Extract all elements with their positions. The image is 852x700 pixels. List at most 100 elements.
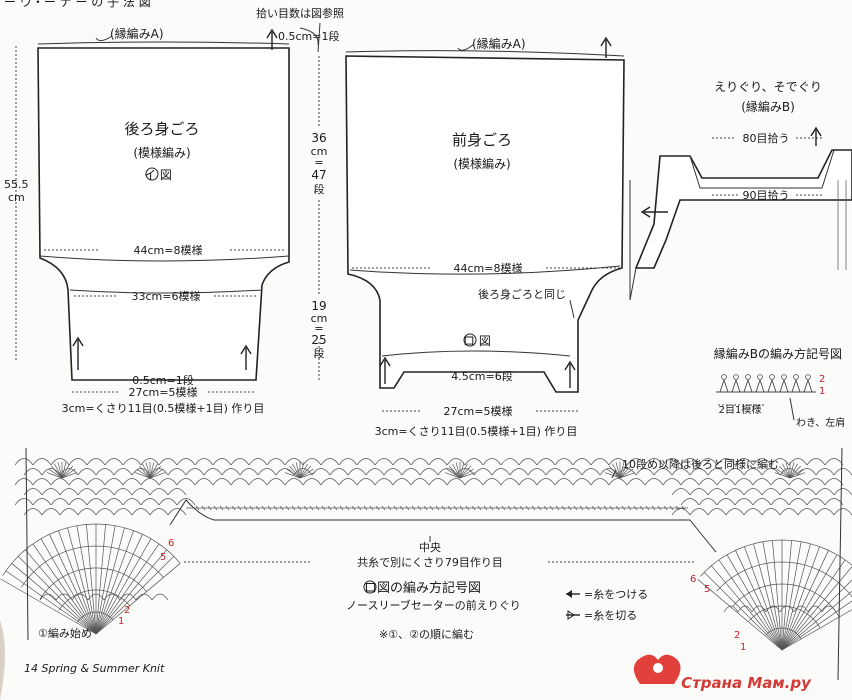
lace-mark-2-right: 2 (734, 630, 740, 641)
lower-height-rows-unit: 段 (314, 346, 325, 360)
lace-fan-spoke (95, 525, 116, 635)
lace-fan-stitch (149, 465, 161, 479)
lace-chain-stitch (603, 505, 608, 511)
lace-arch (167, 508, 187, 516)
lace-fan-stitch (299, 465, 311, 479)
edge-b-stitch (719, 379, 729, 393)
up-arrow-icon (72, 336, 84, 370)
edge-b-stitch (767, 379, 777, 393)
lace-arch (365, 468, 385, 476)
lace-arch (113, 508, 133, 516)
lace-arch (608, 458, 628, 466)
lace-fan-spoke (762, 541, 783, 651)
lace-fan-stitch (619, 462, 625, 479)
lace-fan-spoke (781, 590, 852, 651)
lace-fan-stitch (785, 462, 791, 479)
front-edge-line (345, 50, 625, 57)
lace-fan-stitch (776, 468, 791, 479)
lace-arch (203, 468, 223, 476)
lace-arch (104, 498, 124, 506)
lower-height-value: 19 (311, 299, 326, 313)
lace-fan-ring (21, 545, 164, 588)
lace-fan-stitch (149, 462, 155, 479)
lace-arch (698, 478, 718, 486)
lace-fan-spoke (781, 600, 852, 651)
lace-arch (410, 478, 430, 486)
lace-mark-2-left: 2 (124, 605, 130, 616)
lace-chain-stitch (501, 505, 506, 511)
lace-chain-stitch (609, 505, 614, 511)
lace-arch (590, 458, 610, 466)
lace-fan-stitch (459, 472, 476, 479)
edge-b-picot (805, 374, 811, 380)
lace-chain-stitch (393, 505, 398, 511)
back-stitch: (模様編み) (133, 145, 190, 160)
lace-arch (737, 605, 753, 613)
lace-arch (122, 478, 142, 486)
lace-left-border (25, 447, 29, 641)
lace-fan-spoke (95, 538, 152, 635)
pick-up-note: 拾い目数は図参照 (256, 6, 344, 20)
lower-height-eq: = (314, 322, 323, 335)
edge-b-title: 縁編みBの編み方記号図 (714, 346, 842, 361)
lace-chain-stitch (549, 505, 554, 511)
lace-fan-spoke (32, 543, 97, 635)
lace-fan-stitch (604, 472, 621, 479)
lace-chain-note: 共糸で別にくさり79目作り目 (357, 556, 503, 569)
lace-arch (446, 478, 466, 486)
lace-arch (158, 478, 178, 486)
lace-fan-stitch (789, 465, 801, 479)
lace-arch (680, 458, 700, 466)
lace-arch (626, 478, 646, 486)
lace-fan-stitch (48, 468, 63, 479)
lace-chain-stitch (477, 505, 482, 511)
lace-arch (689, 488, 709, 496)
lace-arch (158, 458, 178, 466)
lace-fan-spoke (95, 543, 160, 635)
lace-arch (671, 488, 691, 496)
lace-fan-stitch (61, 468, 76, 479)
lace-arch (212, 478, 232, 486)
scale-row-label: 0.5cm=1段 (278, 29, 339, 43)
lace-chain-stitch (543, 505, 548, 511)
lace-arch (167, 468, 187, 476)
lace-arch (248, 478, 268, 486)
lace-chain-stitch (465, 505, 470, 511)
lace-fan-stitch (149, 468, 164, 479)
lace-arch (806, 498, 826, 506)
edge-b-picot (781, 374, 787, 380)
lace-chain-stitch (399, 505, 404, 511)
lace-fan-stitch (57, 462, 63, 479)
lace-fan-spoke (95, 530, 134, 635)
lace-arch (563, 468, 583, 476)
back-waist-line (39, 255, 290, 262)
lace-arch (644, 458, 664, 466)
lace-chain-stitch (363, 505, 368, 511)
lower-height-rows: 25 (311, 333, 326, 347)
lace-arch (464, 478, 484, 486)
lace-mark-5-left: 5 (160, 552, 166, 563)
lace-chain-stitch (459, 505, 464, 511)
lace-arch (86, 498, 106, 506)
lace-chain-stitch (483, 505, 488, 511)
lace-arch (698, 458, 718, 466)
lace-chain-stitch (249, 505, 254, 511)
lace-arch (135, 593, 153, 601)
lace-arch (23, 488, 43, 496)
lace-arch (806, 478, 826, 486)
lace-fan-stitch (299, 468, 314, 479)
lace-arch (428, 478, 448, 486)
front-same-as-back: 後ろ身ごろと同じ (478, 287, 566, 301)
lace-arch (284, 458, 304, 466)
lace-arch (707, 468, 727, 476)
lace-arch (590, 478, 610, 486)
lace-fan-stitch (292, 463, 301, 479)
lace-arch (734, 458, 754, 466)
back-edge-label: (縁編みA) (110, 26, 164, 41)
lace-arch (131, 508, 151, 516)
lace-arch (266, 478, 286, 486)
lace-fan-stitch (136, 468, 151, 479)
edge-b-stitch (731, 379, 741, 393)
lace-arch (608, 478, 628, 486)
lace-fan-stitch (619, 465, 631, 479)
